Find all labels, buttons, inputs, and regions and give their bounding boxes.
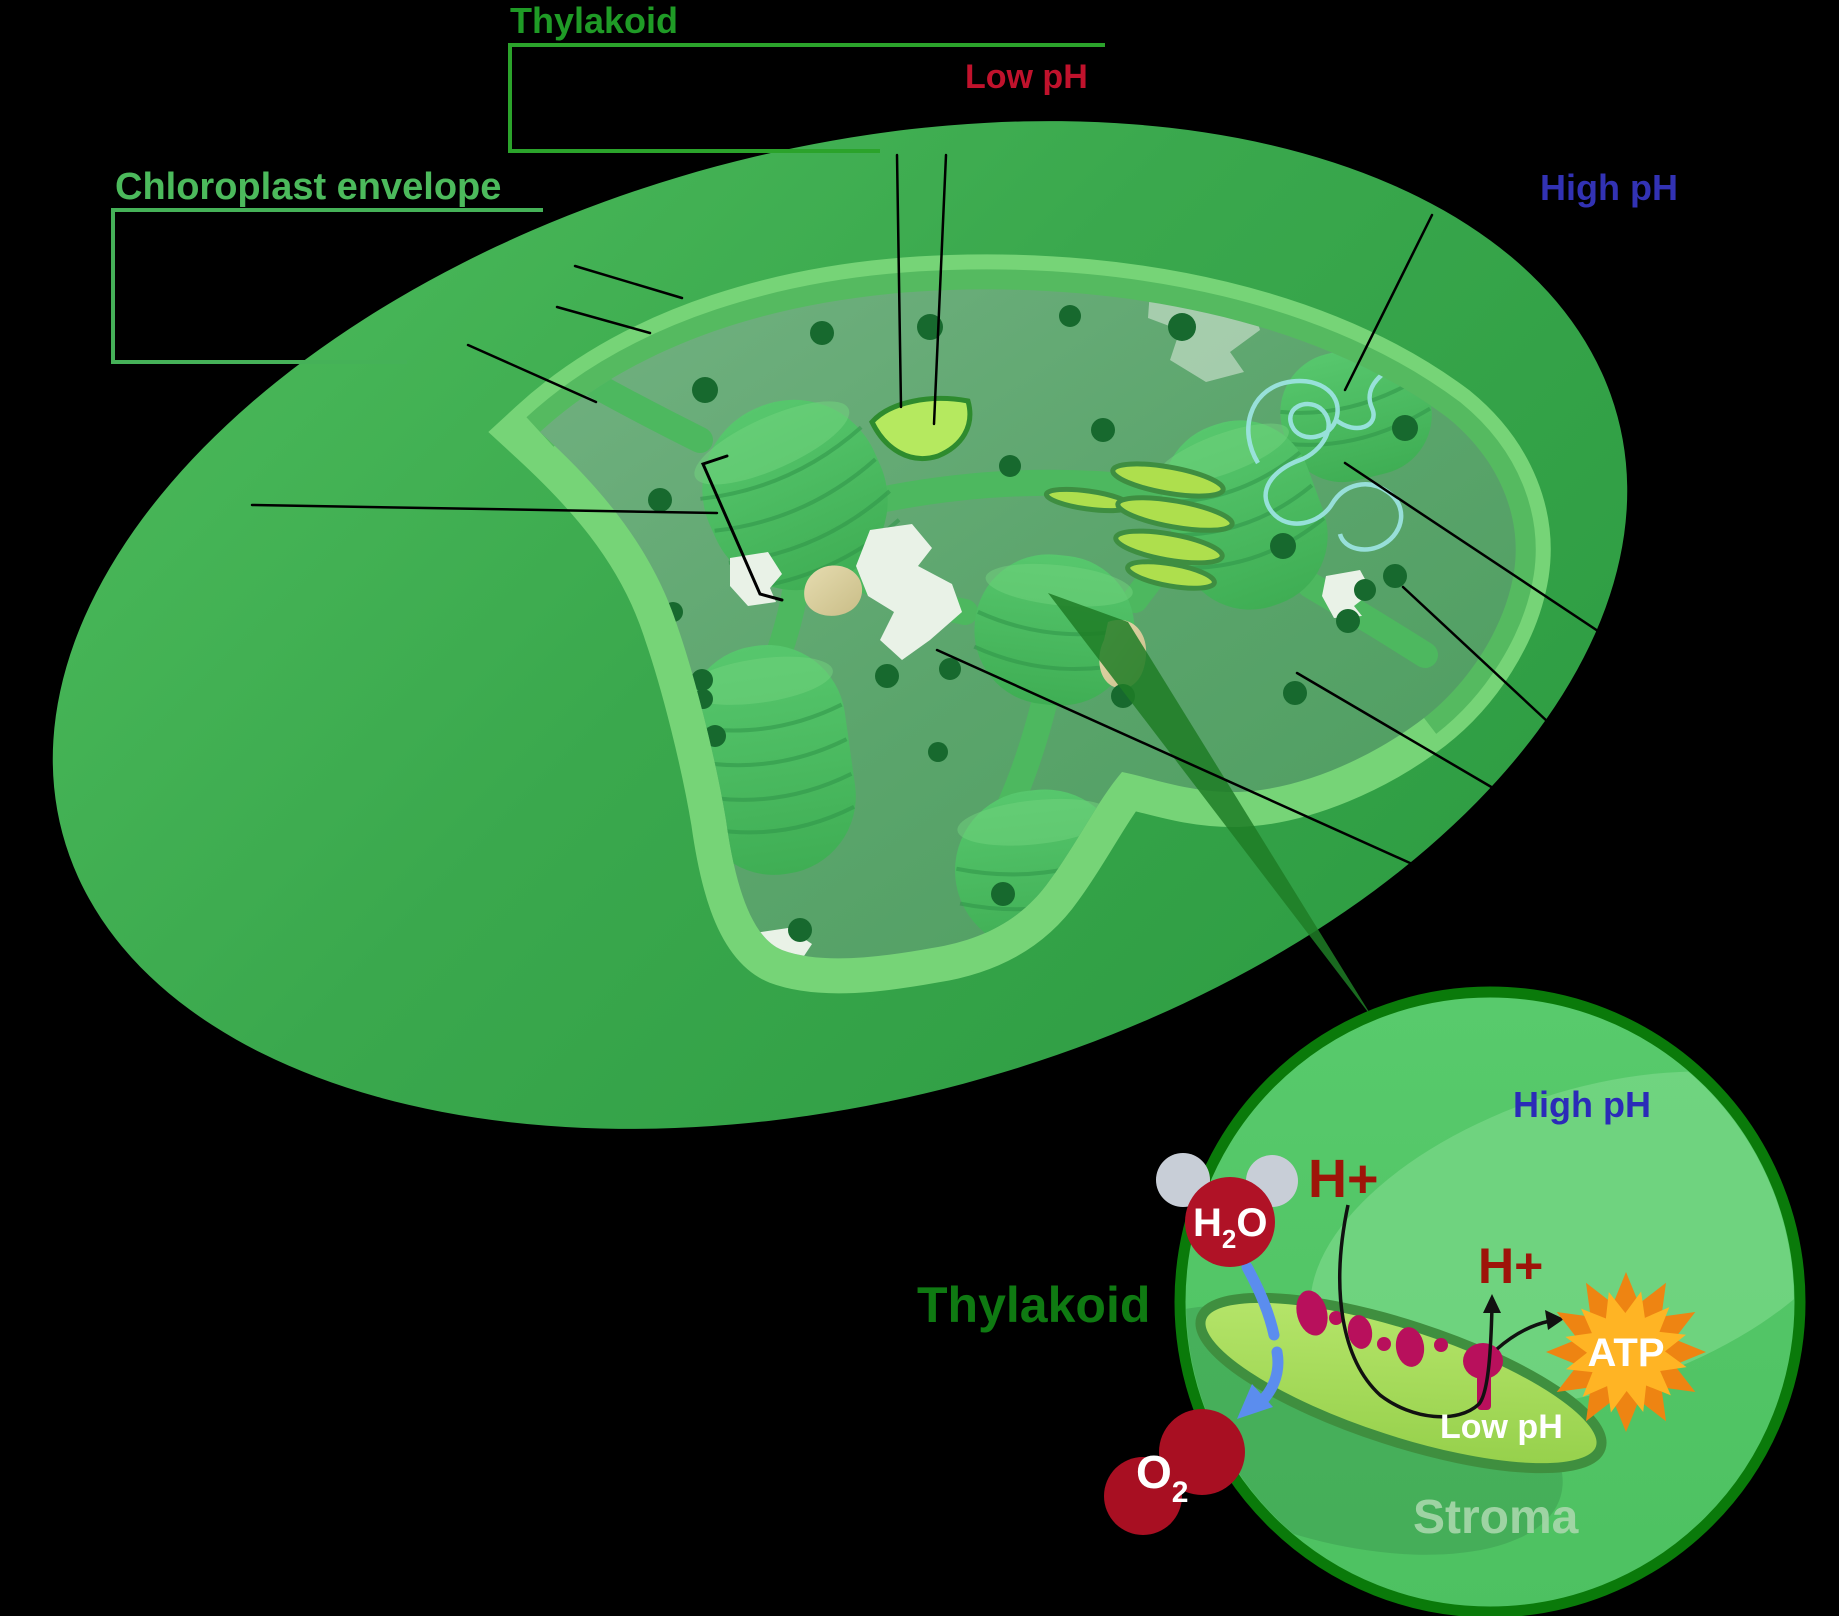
o2-molecule: O2 bbox=[1104, 1409, 1245, 1535]
envelope-bracket bbox=[111, 208, 543, 364]
h-plus-left: H+ bbox=[1308, 1149, 1379, 1209]
inset-low-ph-label: Low pH bbox=[1440, 1408, 1563, 1446]
inset-shading bbox=[1186, 1071, 1794, 1555]
atp-starburst-icon: ATP bbox=[1546, 1272, 1706, 1432]
thylakoid-label: Thylakoid bbox=[510, 0, 678, 41]
label-brackets bbox=[111, 43, 1105, 364]
proton-arrows bbox=[1338, 1204, 1551, 1419]
low-ph-label: Low pH bbox=[965, 58, 1088, 96]
arrowhead-up bbox=[1483, 1294, 1501, 1313]
granum-center bbox=[973, 554, 1135, 706]
h2o-molecule: H2O bbox=[1156, 1153, 1298, 1267]
membrane-proteins bbox=[1296, 1290, 1503, 1410]
inset-thylakoid-label: Thylakoid bbox=[917, 1277, 1150, 1333]
h-plus-right: H+ bbox=[1478, 1238, 1543, 1294]
stroma-contents bbox=[552, 289, 1438, 959]
thylakoid-bracket bbox=[508, 43, 1105, 153]
svg-text:O2: O2 bbox=[1136, 1446, 1188, 1509]
blue-arrowhead bbox=[1237, 1384, 1273, 1419]
inset-thylakoid-zoom: ATP H2O O2 High pH H+ H+ Thylakoid Low p… bbox=[917, 986, 1806, 1616]
chloroplast-envelope-label: Chloroplast envelope bbox=[115, 166, 501, 208]
zoom-pointer-wedge bbox=[1048, 593, 1374, 1020]
thylakoid-cap bbox=[869, 396, 973, 462]
atp-label: ATP bbox=[1587, 1331, 1664, 1375]
svg-text:H2O: H2O bbox=[1193, 1201, 1267, 1254]
inset-thylakoid-sac bbox=[1195, 1292, 1607, 1474]
oxygen-atom bbox=[1185, 1177, 1275, 1267]
granum-with-cap bbox=[694, 399, 901, 591]
inset-stroma-label: Stroma bbox=[1413, 1491, 1579, 1544]
inset-high-ph-label: High pH bbox=[1513, 1084, 1651, 1125]
plastoglobuli bbox=[607, 305, 1418, 942]
lamellae-slabs bbox=[1043, 461, 1235, 591]
starch-grain bbox=[804, 565, 863, 616]
high-ph-label: High pH bbox=[1540, 167, 1678, 208]
arrowhead-to-atp bbox=[1545, 1310, 1564, 1330]
callout-lines bbox=[250, 153, 1609, 865]
